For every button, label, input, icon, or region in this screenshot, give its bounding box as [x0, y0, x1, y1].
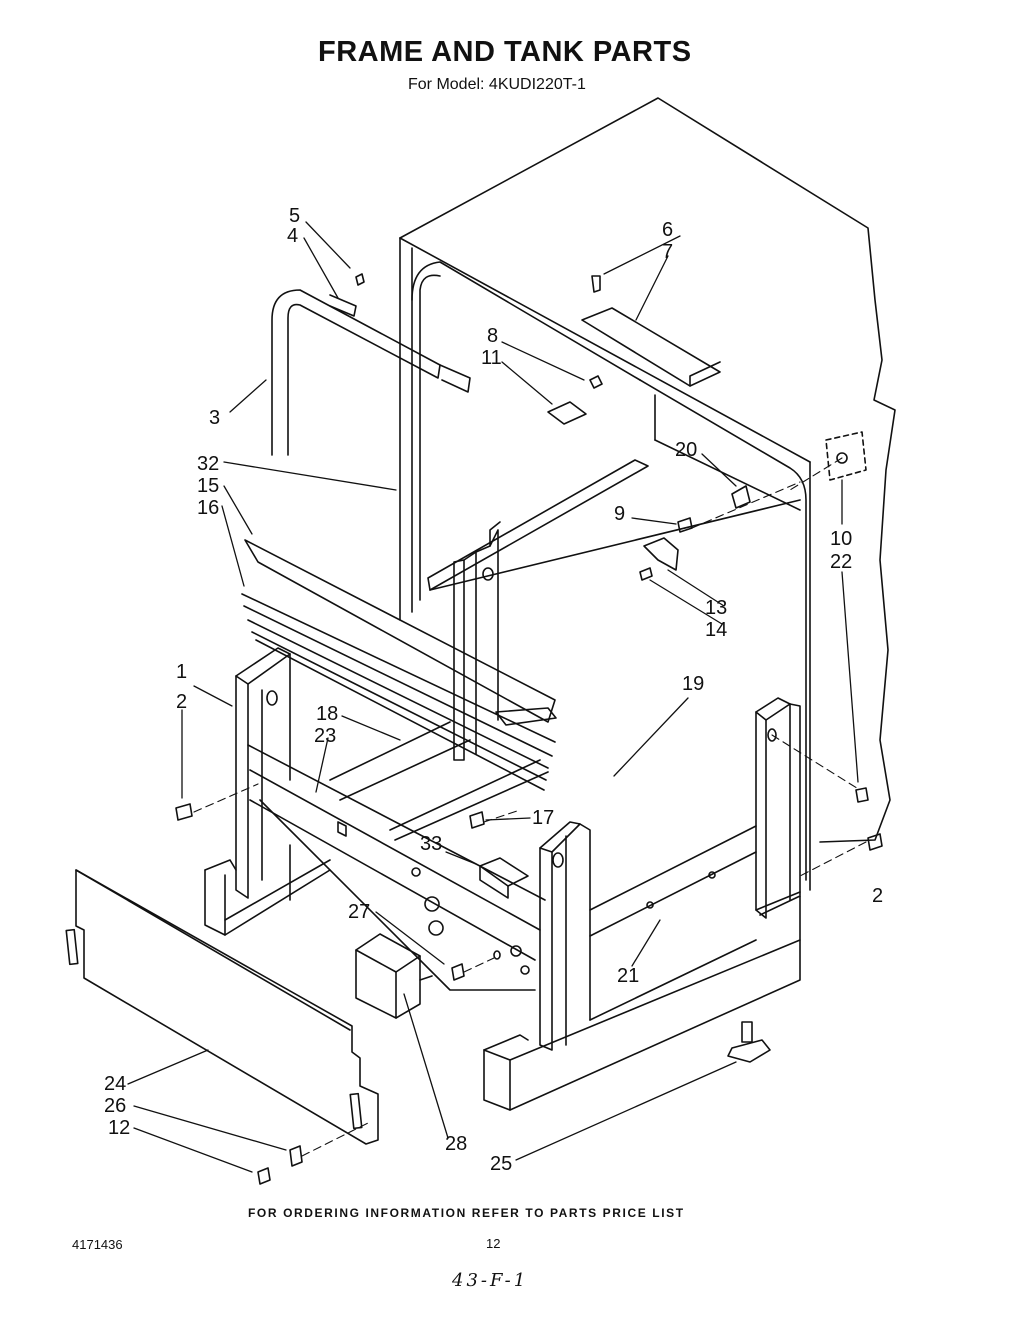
door-seal — [271, 289, 471, 456]
callout-13: 13 — [705, 597, 727, 619]
callout-17: 17 — [532, 807, 554, 829]
callout-2b: 2 — [872, 885, 883, 907]
base-frame — [483, 895, 801, 1111]
callout-20: 20 — [675, 439, 697, 461]
callout-11: 11 — [481, 347, 502, 369]
model-subtitle: For Model: 4KUDI220T-1 — [408, 76, 586, 93]
right-front-frame — [539, 821, 591, 1051]
callout-3: 3 — [209, 407, 220, 429]
callout-8: 8 — [487, 325, 498, 347]
page-title: FRAME AND TANK PARTS — [318, 36, 692, 68]
callout-16: 16 — [197, 497, 219, 519]
callout-1: 1 — [176, 661, 187, 683]
callout-25: 25 — [490, 1153, 512, 1175]
callout-15: 15 — [197, 475, 219, 497]
callout-2: 2 — [176, 691, 187, 713]
assembly-lines — [193, 457, 867, 1157]
callout-labels: 5 4 6 7 8 11 3 32 15 16 20 9 10 22 13 14… — [104, 205, 883, 1175]
hardware-items — [175, 273, 883, 1185]
callout-22: 22 — [830, 551, 852, 573]
callout-4: 4 — [287, 225, 298, 247]
callout-19: 19 — [682, 673, 704, 695]
callout-26: 26 — [104, 1095, 126, 1117]
callout-9: 9 — [614, 503, 625, 525]
left-side-frame — [204, 647, 331, 936]
callout-7: 7 — [662, 241, 673, 263]
callout-28: 28 — [445, 1133, 467, 1155]
page-number: 12 — [486, 1236, 501, 1251]
callout-18: 18 — [316, 703, 338, 725]
tank-outline — [399, 97, 896, 891]
callout-10: 10 — [830, 528, 852, 550]
access-panel — [65, 869, 379, 1145]
handwritten-mark: 43-F-1 — [452, 1270, 529, 1291]
callout-32: 32 — [197, 453, 219, 475]
right-side-frame — [589, 697, 801, 937]
dishrack-rail — [241, 539, 557, 791]
callout-24: 24 — [104, 1073, 126, 1095]
front-crossmember — [247, 744, 546, 991]
callout-23: 23 — [314, 725, 336, 747]
upper-rail — [427, 459, 801, 591]
callout-21: 21 — [617, 965, 639, 987]
callout-27: 27 — [348, 901, 370, 923]
leader-lines — [127, 221, 859, 1173]
document-number: 4171436 — [72, 1237, 123, 1252]
callout-12: 12 — [108, 1117, 130, 1139]
ordering-note: FOR ORDERING INFORMATION REFER TO PARTS … — [248, 1206, 685, 1220]
rear-crossmember — [329, 721, 549, 841]
callout-5: 5 — [289, 205, 300, 227]
callout-14: 14 — [705, 619, 727, 641]
callout-6: 6 — [662, 219, 673, 241]
callout-33: 33 — [420, 833, 442, 855]
